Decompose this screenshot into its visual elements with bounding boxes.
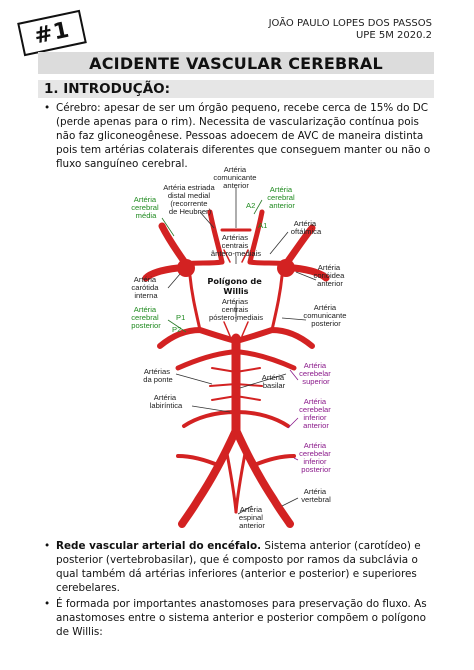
document-title: ACIDENTE VASCULAR CEREBRAL [89, 53, 383, 73]
label-mca: Artéria cerebral média [131, 195, 161, 220]
bullet-icon: • [44, 540, 51, 552]
intro-paragraph: • Cérebro: apesar de ser um órgão pequen… [44, 101, 434, 171]
label-p2: P2 [172, 325, 181, 334]
pca-right [237, 327, 315, 349]
label-acom: Artéria comunicante anterior [213, 165, 258, 190]
ica-left-branch [142, 264, 182, 282]
anteromedial-branches [223, 249, 249, 263]
sca-left [175, 349, 235, 371]
document-header: JOÃO PAULO LOPES DOS PASSOS UPE 5M 2020.… [269, 18, 432, 42]
label-aica: Artéria cerebelar inferior anterior [299, 397, 333, 430]
list-item: • É formada por importantes anastomoses … [44, 597, 434, 639]
label-sca: Artéria cerebelar superior [299, 361, 333, 386]
spinal-right-root [234, 446, 248, 514]
course-label: UPE 5M 2020.2 [355, 30, 432, 41]
section-heading: 1. INTRODUÇÃO: [38, 80, 434, 98]
pica-right [250, 454, 296, 468]
label-vertebral: Artéria vertebral [301, 487, 331, 504]
diagram-labels: Artéria comunicante anterior Artéria est… [131, 165, 348, 530]
list-item-text: É formada por importantes anastomoses pa… [56, 598, 427, 638]
label-spinal: Artéria espinal anterior [239, 505, 265, 530]
label-ica: Artéria carótida interna [131, 275, 160, 300]
label-basilar: Artéria basilar [262, 373, 287, 390]
intro-text: Cérebro: apesar de ser um órgão pequeno,… [56, 102, 431, 170]
ica-left-stump [177, 259, 195, 277]
list-item-lead: Rede vascular arterial do encéfalo. [56, 540, 262, 552]
label-pca: Artéria cerebral posterior [131, 305, 161, 330]
label-ophthalmic: Artéria oftálmica [291, 219, 322, 236]
list-item: • Rede vascular arterial do encéfalo. Si… [44, 539, 434, 595]
author-name: JOÃO PAULO LOPES DOS PASSOS [268, 18, 432, 29]
label-aca: Artéria cerebral anterior [267, 185, 297, 210]
label-p1: P1 [176, 313, 185, 322]
aca-left [207, 209, 225, 265]
pontine-branches [209, 367, 263, 401]
label-pica: Artéria cerebelar inferior posterior [299, 441, 333, 474]
sca-right [237, 349, 297, 371]
label-labyrinthine: Artéria labiríntica [150, 393, 183, 410]
pica-left [176, 454, 222, 468]
pcom-right [270, 274, 284, 332]
pcom-left [188, 274, 202, 332]
label-posteromedial: Artérias centrais póstero-mediais [209, 297, 263, 322]
pca-left [157, 327, 235, 349]
bottom-bullet-list: • Rede vascular arterial do encéfalo. Si… [44, 539, 434, 641]
label-heubner: Artéria estriada distal medial (recorren… [163, 183, 217, 216]
section-title: 1. INTRODUÇÃO: [44, 81, 171, 97]
bullet-icon: • [44, 102, 51, 114]
aica-left [182, 410, 238, 428]
label-willis: Polígono de Willis [207, 276, 264, 296]
label-anteromedial: Artérias centrais ântero-mediais [211, 233, 261, 258]
label-a1: A1 [258, 221, 267, 230]
bullet-icon: • [44, 598, 51, 610]
ica-right-stump [277, 259, 295, 277]
label-a2: A2 [246, 201, 255, 210]
label-achoroidal: Artéria corióidea anterior [314, 263, 347, 288]
aca-right [247, 209, 265, 265]
ica-right-branch [290, 264, 330, 282]
vertebral-left [178, 426, 240, 528]
leader-lines [161, 188, 317, 515]
label-pcom: Artéria comunicante posterior [303, 303, 348, 328]
spinal-left-root [224, 446, 238, 514]
posteromedial-branches [223, 321, 249, 337]
title-bar: ACIDENTE VASCULAR CEREBRAL [38, 52, 434, 74]
aica-right [234, 410, 290, 428]
mca-left [158, 222, 190, 268]
list-item-text: Sistema anterior (carotídeo) e posterior… [56, 540, 421, 594]
artery-network [142, 209, 330, 528]
label-pontine: Artérias da ponte [143, 367, 173, 384]
